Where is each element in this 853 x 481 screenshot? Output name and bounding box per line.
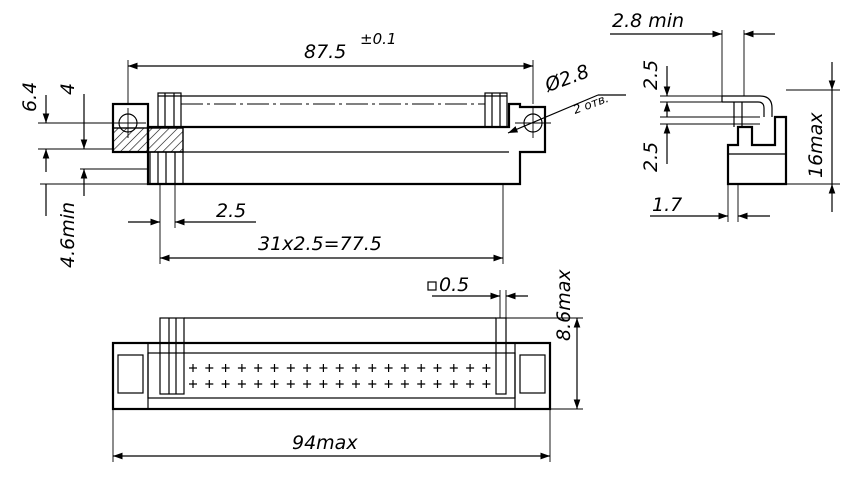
front-view: 0.5 8.6max 94max xyxy=(111,269,583,462)
contact-pin-mark xyxy=(352,380,360,388)
overall-length-tol: ±0.1 xyxy=(360,30,396,48)
contact-pin-mark xyxy=(417,380,426,388)
contact-pin-mark xyxy=(384,380,393,388)
contact-pin-mark xyxy=(400,380,409,388)
side-2-8min-label: 2.8 min xyxy=(612,10,684,32)
contact-pin-grid xyxy=(189,364,491,388)
contact-pin-mark xyxy=(303,364,312,372)
side-2-5-bottom-label: 2.5 xyxy=(640,142,662,172)
contact-pin-mark xyxy=(189,364,197,372)
contact-pin-mark xyxy=(237,380,246,388)
square-symbol xyxy=(427,281,437,291)
overall-length-label: 87.5 xyxy=(304,41,346,63)
contact-pin-mark xyxy=(368,380,377,388)
dim-6-4-label: 6.4 xyxy=(19,82,41,112)
contact-pin-mark xyxy=(303,380,312,388)
pitch-label: 2.5 xyxy=(216,200,246,222)
contact-pin-mark xyxy=(286,380,295,388)
left-flange-hatch xyxy=(112,127,184,153)
contact-pin-mark xyxy=(205,364,214,372)
contact-pin-mark xyxy=(270,364,279,372)
hole-count-label: 2 отв. xyxy=(571,91,610,117)
top-view: 87.5 ±0.1 Ø2.8 2 отв. 6.4 4 4.6min 2.5 3… xyxy=(19,30,626,268)
contact-pin-mark xyxy=(221,364,230,372)
side-body-outline xyxy=(726,115,788,186)
side-2-5-top-label: 2.5 xyxy=(640,60,662,90)
contact-pin-mark xyxy=(466,364,475,372)
contact-pin-mark xyxy=(189,380,197,388)
pin-square-label: 0.5 xyxy=(439,274,469,296)
front-8-6max-label: 8.6max xyxy=(553,269,575,341)
contact-pin-mark xyxy=(286,364,295,372)
contact-pin-mark xyxy=(335,380,344,388)
side-16max-label: 16max xyxy=(805,112,827,178)
contact-pin-mark xyxy=(384,364,393,372)
contact-pin-mark xyxy=(482,380,491,388)
contact-pin-mark xyxy=(368,364,377,372)
hole-diameter-label: Ø2.8 xyxy=(541,61,592,97)
pitch-total-label: 31x2.5=77.5 xyxy=(258,233,382,255)
contact-pin-mark xyxy=(482,364,491,372)
contact-pin-mark xyxy=(254,364,263,372)
contact-pin-mark xyxy=(319,364,328,372)
contact-pin-mark xyxy=(433,364,442,372)
dim-4-label: 4 xyxy=(57,83,79,95)
contact-pin-mark xyxy=(319,380,328,388)
contact-pin-mark xyxy=(466,380,475,388)
contact-pin-mark xyxy=(433,380,442,388)
contact-pin-mark xyxy=(335,364,344,372)
contact-pin-mark xyxy=(254,380,263,388)
contact-pin-mark xyxy=(352,364,360,372)
contact-pin-mark xyxy=(221,380,230,388)
contact-pin-mark xyxy=(449,380,458,388)
contact-pin-mark xyxy=(400,364,409,372)
contact-pin-mark xyxy=(237,364,246,372)
front-94max-label: 94max xyxy=(292,432,358,454)
side-view: 2.8 min 2.5 2.5 16max 1.7 xyxy=(610,10,840,222)
contact-pin-mark xyxy=(417,364,426,372)
top-body-outline xyxy=(146,102,547,186)
contact-pin-mark xyxy=(449,364,458,372)
contact-pin-mark xyxy=(205,380,214,388)
contact-pin-mark xyxy=(270,380,279,388)
dim-4-6min-label: 4.6min xyxy=(57,202,79,268)
side-1-7-label: 1.7 xyxy=(652,194,682,216)
